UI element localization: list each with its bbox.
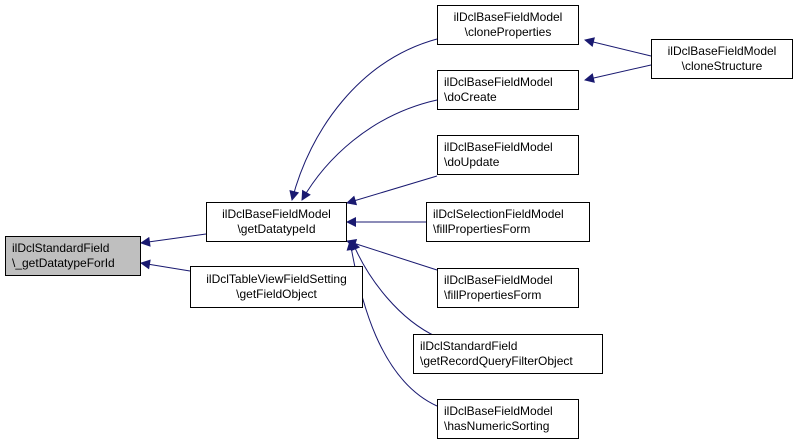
node-line-class: ilDclBaseFieldModel bbox=[444, 273, 553, 287]
node-line-class: ilDclBaseFieldModel bbox=[222, 207, 331, 221]
node-line-method: \hasNumericSorting bbox=[444, 419, 550, 433]
node-hasnumericsorting[interactable]: ilDclBaseFieldModel \hasNumericSorting bbox=[437, 399, 579, 439]
edge-cloneproperties-to-getdatatypeid bbox=[289, 38, 438, 201]
node-getdatatypeid[interactable]: ilDclBaseFieldModel \getDatatypeId bbox=[206, 202, 347, 242]
node-fillpropertiesform-selection[interactable]: ilDclSelectionFieldModel \fillProperties… bbox=[426, 202, 590, 242]
node-doupdate[interactable]: ilDclBaseFieldModel \doUpdate bbox=[437, 135, 579, 175]
node-line-method: \_getDatatypeForId bbox=[12, 256, 115, 270]
node-getrecordqueryfilterobject[interactable]: ilDclStandardField \getRecordQueryFilter… bbox=[413, 334, 603, 374]
node-line-class: ilDclTableViewFieldSetting bbox=[206, 272, 347, 286]
node-cloneproperties[interactable]: ilDclBaseFieldModel \cloneProperties bbox=[437, 5, 579, 45]
node-line-method: \getRecordQueryFilterObject bbox=[420, 354, 573, 368]
edge-doupdate-to-getdatatypeid bbox=[346, 175, 438, 206]
node-line-class: ilDclSelectionFieldModel bbox=[433, 207, 564, 221]
node-line-method: \getDatatypeId bbox=[237, 222, 316, 236]
edge-getrecordqueryfilterobject-to-getdatatypeid bbox=[350, 240, 438, 338]
node-line-class: ilDclBaseFieldModel bbox=[444, 140, 553, 154]
edge-hasnumericsorting-to-getdatatypeid bbox=[346, 240, 438, 407]
node-line-class: ilDclBaseFieldModel bbox=[453, 10, 563, 24]
node-line-method: \cloneStructure bbox=[681, 59, 763, 73]
edge-clonestructure-to-docreate bbox=[584, 64, 652, 83]
node-line-method: \cloneProperties bbox=[464, 25, 552, 39]
node-fillpropertiesform-base[interactable]: ilDclBaseFieldModel \fillPropertiesForm bbox=[437, 268, 579, 308]
node-line-class: ilDclBaseFieldModel bbox=[444, 75, 553, 89]
edge-docreate-to-getdatatypeid bbox=[301, 99, 438, 201]
node-clonestructure[interactable]: ilDclBaseFieldModel \cloneStructure bbox=[651, 39, 793, 79]
node-root-getdatatypeforid[interactable]: ilDclStandardField \_getDatatypeForId bbox=[5, 236, 141, 276]
node-line-method: \doCreate bbox=[444, 90, 497, 104]
node-getfieldobject[interactable]: ilDclTableViewFieldSetting \getFieldObje… bbox=[190, 266, 363, 308]
node-line-method: \getFieldObject bbox=[236, 287, 317, 301]
node-line-method: \doUpdate bbox=[444, 155, 500, 169]
node-line-class: ilDclStandardField bbox=[420, 339, 518, 353]
node-docreate[interactable]: ilDclBaseFieldModel \doCreate bbox=[437, 70, 579, 110]
node-line-class: ilDclStandardField bbox=[12, 241, 110, 255]
node-line-method: \fillPropertiesForm bbox=[444, 288, 542, 302]
edge-getdatatypeid-to-root bbox=[140, 233, 207, 247]
edge-clonestructure-to-cloneproperties bbox=[584, 37, 652, 57]
edge-getfieldobject-to-root bbox=[140, 259, 191, 272]
edge-fillpropertiesform-base-to-getdatatypeid bbox=[346, 239, 438, 271]
node-line-method: \fillPropertiesForm bbox=[433, 222, 531, 236]
node-line-class: ilDclBaseFieldModel bbox=[444, 404, 553, 418]
node-line-class: ilDclBaseFieldModel bbox=[667, 44, 777, 58]
